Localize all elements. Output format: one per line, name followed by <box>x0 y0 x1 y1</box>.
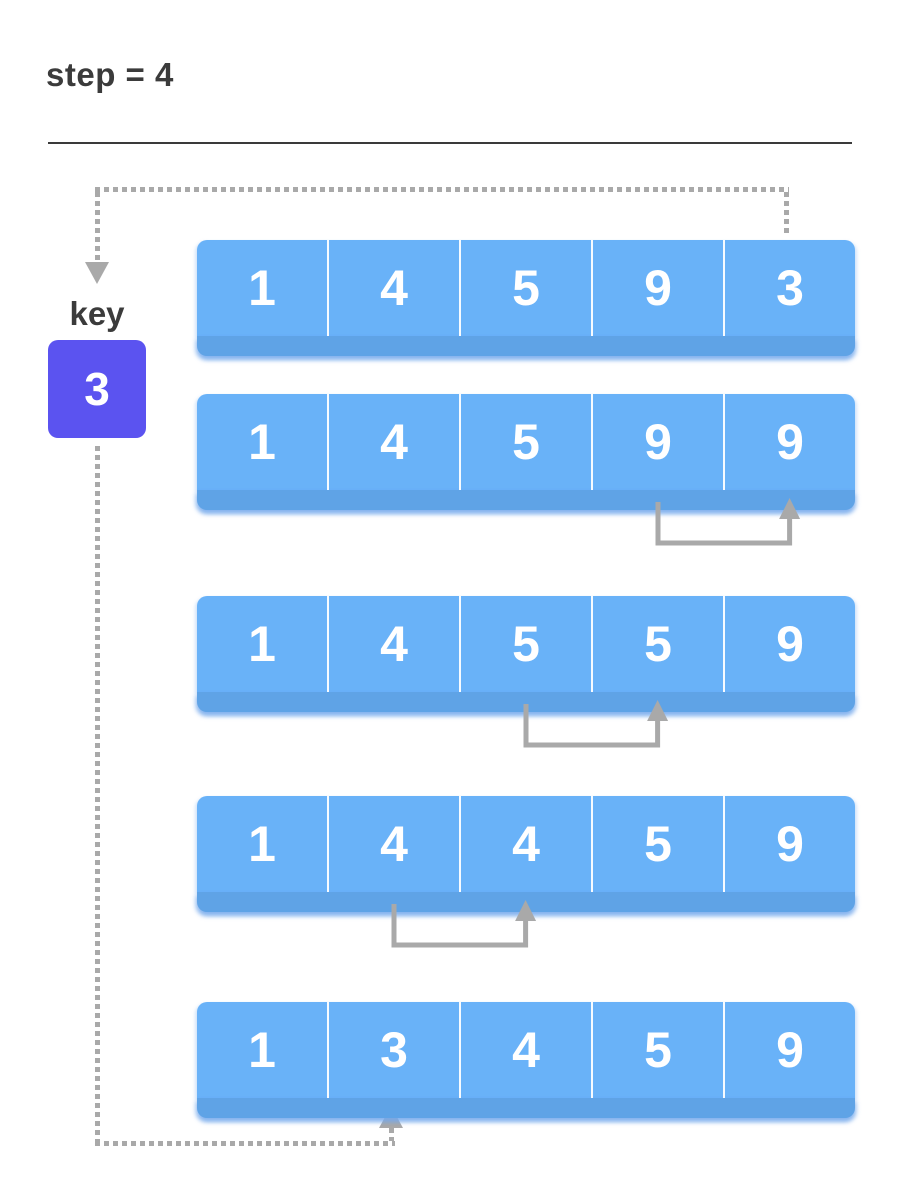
dotted-path-bottom-right-vertical <box>389 1128 394 1141</box>
cell-value: 5 <box>644 1022 672 1078</box>
cell-value: 1 <box>248 1022 276 1078</box>
step-title: step = 4 <box>46 56 174 93</box>
cell-value: 3 <box>380 1022 408 1078</box>
array-row: 1 3 4 5 9 <box>197 1002 855 1118</box>
shift-arrow <box>391 900 537 948</box>
array-cell: 4 <box>461 796 593 892</box>
array-cell: 1 <box>197 796 329 892</box>
cell-value: 9 <box>776 1022 804 1078</box>
cell-value: 4 <box>380 816 408 872</box>
array-cell: 5 <box>593 1002 725 1098</box>
array-cell: 3 <box>329 1002 461 1098</box>
dotted-path-top-right-vertical <box>784 192 789 234</box>
cell-value: 4 <box>380 260 408 316</box>
array-cell: 9 <box>725 394 855 490</box>
key-label: key <box>69 295 125 332</box>
cell-value: 1 <box>248 414 276 470</box>
array-row-shadow <box>197 336 855 356</box>
shift-arrow <box>523 700 669 748</box>
cell-value: 5 <box>644 816 672 872</box>
cell-value: 1 <box>248 816 276 872</box>
array-cell: 1 <box>197 1002 329 1098</box>
array-row-shadow <box>197 1098 855 1118</box>
array-cells: 1 4 5 9 3 <box>197 240 855 336</box>
array-cell: 9 <box>725 1002 855 1098</box>
array-cell: 1 <box>197 394 329 490</box>
array-cell: 9 <box>593 394 725 490</box>
dotted-path-bottom-horizontal <box>95 1141 395 1146</box>
key-box: 3 <box>48 340 146 438</box>
cell-value: 1 <box>248 260 276 316</box>
array-cell: 9 <box>593 240 725 336</box>
divider-line <box>48 142 852 144</box>
shift-arrow <box>655 498 800 546</box>
array-cells: 1 4 5 9 9 <box>197 394 855 490</box>
array-cell: 4 <box>329 796 461 892</box>
array-cells: 1 4 4 5 9 <box>197 796 855 892</box>
array-cell: 5 <box>461 240 593 336</box>
dotted-path-top-left-vertical <box>95 192 100 262</box>
array-cell: 1 <box>197 240 329 336</box>
array-cell: 4 <box>329 394 461 490</box>
array-cell: 3 <box>725 240 855 336</box>
array-row-shadow <box>197 490 855 510</box>
array-row: 1 4 5 5 9 <box>197 596 855 712</box>
cell-value: 5 <box>512 260 540 316</box>
dotted-path-top-horizontal <box>95 187 789 192</box>
key-value: 3 <box>84 363 110 415</box>
cell-value: 5 <box>644 616 672 672</box>
arrowhead-down-to-key-icon <box>85 262 109 284</box>
array-cells: 1 3 4 5 9 <box>197 1002 855 1098</box>
array-cell: 5 <box>461 394 593 490</box>
cell-value: 5 <box>512 616 540 672</box>
cell-value: 3 <box>776 260 804 316</box>
cell-value: 1 <box>248 616 276 672</box>
array-row-shadow <box>197 692 855 712</box>
array-cell: 9 <box>725 596 855 692</box>
array-cell: 5 <box>593 596 725 692</box>
array-cell: 5 <box>461 596 593 692</box>
array-cell: 5 <box>593 796 725 892</box>
cell-value: 9 <box>776 616 804 672</box>
dotted-path-bottom-left-vertical <box>95 446 100 1144</box>
cell-value: 5 <box>512 414 540 470</box>
cell-value: 9 <box>776 816 804 872</box>
cell-value: 4 <box>380 414 408 470</box>
array-cell: 4 <box>461 1002 593 1098</box>
array-row: 1 4 5 9 3 <box>197 240 855 356</box>
array-row: 1 4 5 9 9 <box>197 394 855 510</box>
array-cell: 9 <box>725 796 855 892</box>
array-cell: 4 <box>329 240 461 336</box>
cell-value: 4 <box>512 1022 540 1078</box>
array-row: 1 4 4 5 9 <box>197 796 855 912</box>
array-cells: 1 4 5 5 9 <box>197 596 855 692</box>
cell-value: 9 <box>644 260 672 316</box>
cell-value: 4 <box>380 616 408 672</box>
cell-value: 9 <box>776 414 804 470</box>
array-cell: 1 <box>197 596 329 692</box>
cell-value: 4 <box>512 816 540 872</box>
array-cell: 4 <box>329 596 461 692</box>
cell-value: 9 <box>644 414 672 470</box>
